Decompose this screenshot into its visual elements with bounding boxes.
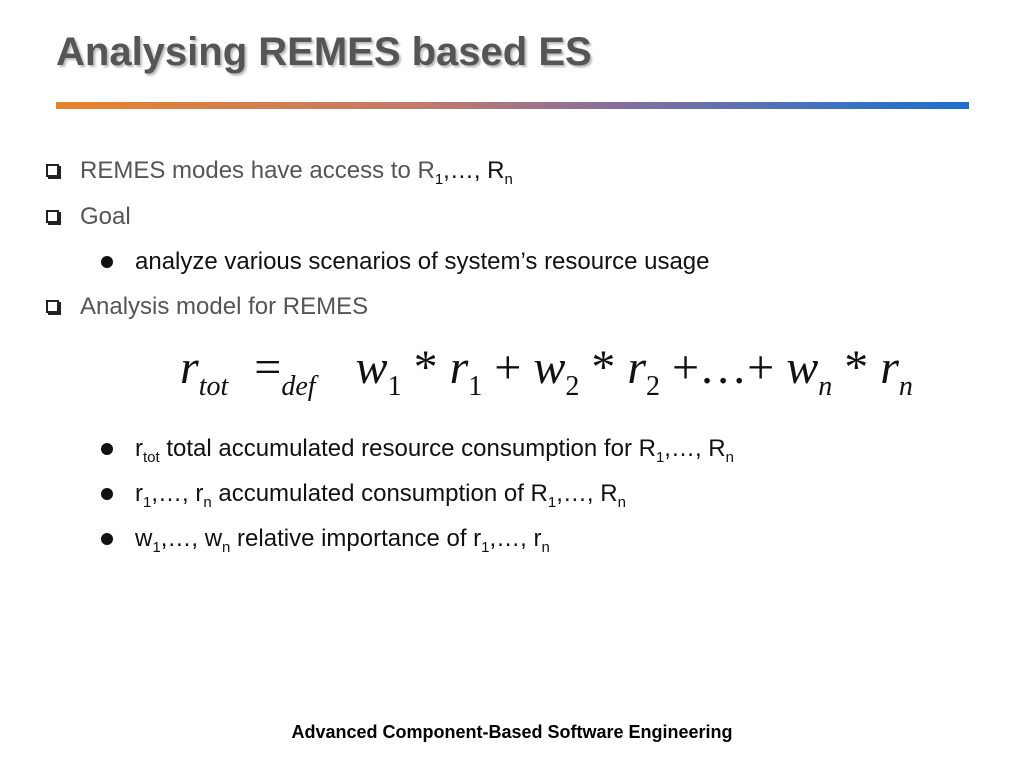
formula-sub: 2: [565, 371, 580, 402]
formula-dots: …: [699, 341, 748, 394]
subscript: n: [725, 449, 734, 466]
subscript: 1: [481, 539, 490, 556]
subscript: 1: [547, 494, 557, 511]
round-bullet-icon: [101, 256, 113, 268]
bullet-text: REMES modes have access to R: [80, 157, 435, 184]
formula-r: r: [880, 341, 899, 394]
subscript: 1: [143, 494, 152, 511]
title-divider: [56, 102, 969, 109]
def-var-mid: ,…, w: [160, 525, 223, 552]
formula-plus: +: [672, 341, 700, 394]
resource-formula: rtot =def w1 * r1 + w2 * r2 +…+ wn * rn: [180, 340, 913, 401]
def-var: r: [135, 435, 143, 462]
def-w: w1,…, wn relative importance of r1,…, rn: [101, 525, 550, 556]
formula-sub: 1: [387, 371, 402, 402]
subscript: n: [541, 539, 550, 556]
bullet-text: Goal: [80, 203, 131, 230]
formula-r: r: [627, 341, 647, 394]
formula-w: w: [533, 341, 566, 394]
bullet-analysis-model: Analysis model for REMES: [46, 293, 369, 321]
subscript: 1: [152, 539, 161, 556]
formula-eq: =: [254, 341, 282, 394]
def-text-mid: ,…, r: [489, 525, 542, 552]
formula-sub: n: [898, 371, 913, 402]
formula-sub: 2: [646, 371, 661, 402]
subscript: n: [504, 171, 513, 188]
round-bullet-icon: [101, 533, 113, 545]
subscript: tot: [143, 449, 160, 466]
square-bullet-icon: [46, 300, 61, 315]
def-text: accumulated consumption of R: [211, 480, 548, 507]
def-text: relative importance of r: [230, 525, 482, 552]
subscript: n: [203, 494, 212, 511]
formula-sub: 1: [468, 371, 483, 402]
def-var: w: [135, 525, 153, 552]
formula-w: w: [355, 341, 388, 394]
bullet-text: Analysis model for REMES: [80, 293, 369, 320]
formula-sub: n: [818, 371, 833, 402]
round-bullet-icon: [101, 488, 113, 500]
formula-times: *: [844, 341, 869, 394]
round-bullet-icon: [101, 443, 113, 455]
def-text-mid: ,…, R: [664, 435, 726, 462]
def-text: total accumulated resource consumption f…: [159, 435, 656, 462]
def-var-mid: ,…, r: [151, 480, 204, 507]
def-rtot: rtot total accumulated resource consumpt…: [101, 435, 734, 466]
square-bullet-icon: [46, 210, 61, 225]
formula-times: *: [413, 341, 438, 394]
formula-sub: def: [281, 371, 316, 402]
subscript: 1: [655, 449, 665, 466]
def-var: r: [135, 480, 143, 507]
formula-r: r: [449, 341, 469, 394]
formula-sub: tot: [198, 371, 229, 402]
bullet-goal: Goal: [46, 203, 131, 231]
formula-plus: +: [494, 341, 522, 394]
bullet-remes-modes: REMES modes have access to R1,…, Rn: [46, 157, 513, 188]
sub-bullet-analyze: analyze various scenarios of system’s re…: [101, 248, 710, 276]
subscript: n: [617, 494, 626, 511]
formula-r: r: [180, 341, 199, 394]
bullet-text-mid: ,…, R: [443, 157, 505, 184]
sub-bullet-text: analyze various scenarios of system’s re…: [135, 248, 710, 275]
formula-plus: +: [747, 341, 775, 394]
def-text-mid: ,…, R: [556, 480, 618, 507]
def-r: r1,…, rn accumulated consumption of R1,……: [101, 480, 626, 511]
subscript: n: [222, 539, 231, 556]
square-bullet-icon: [46, 164, 61, 179]
formula-times: *: [591, 341, 616, 394]
subscript: 1: [434, 171, 444, 188]
formula-w: w: [786, 341, 819, 394]
slide-footer: Advanced Component-Based Software Engine…: [291, 722, 733, 742]
slide-title: Analysing REMES based ES: [56, 30, 592, 74]
